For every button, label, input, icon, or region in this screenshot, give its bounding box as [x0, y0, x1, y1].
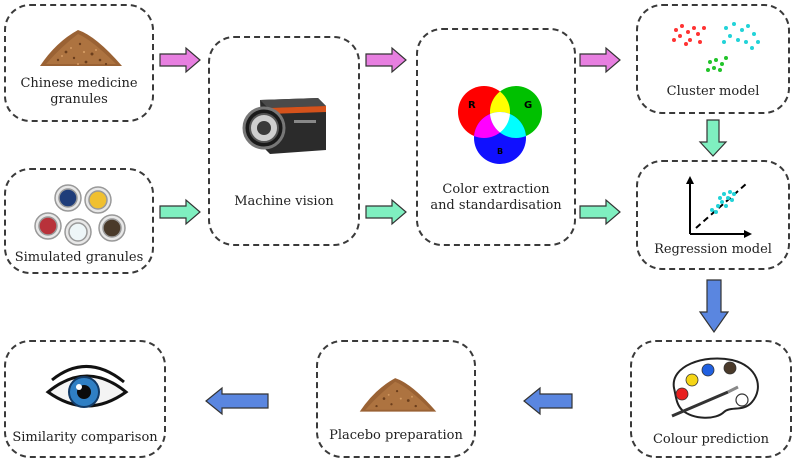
node-similarity-comparison: Similarity comparison: [4, 340, 166, 458]
node-color-extraction: R G B Color extraction and standardisati…: [416, 28, 576, 246]
arrow-right-green: [579, 198, 621, 226]
arrow-left-blue: [205, 386, 269, 416]
palette-icon: [671, 357, 759, 419]
node-cluster-model: Cluster model: [636, 4, 790, 114]
camera-icon: [242, 98, 326, 154]
venn-letter-b: B: [497, 147, 503, 156]
arrow-right-green: [365, 198, 407, 226]
petri-dishes-icon: [34, 184, 126, 246]
venn-letter-g: G: [524, 100, 532, 111]
node-label: Cluster model: [666, 84, 760, 99]
arrow-down-green: [698, 119, 728, 157]
node-regression-model: Regression model: [636, 160, 790, 270]
node-label: Chinese medicine granules: [20, 76, 138, 107]
venn-letter-r: R: [468, 100, 476, 111]
rgb-venn-icon: R G B: [458, 86, 542, 164]
node-simulated-granules: Simulated granules: [4, 168, 154, 274]
granule-pile-icon: [40, 30, 122, 66]
node-label: Regression model: [654, 242, 772, 257]
arrow-right-magenta: [579, 46, 621, 74]
eye-icon: [45, 365, 129, 408]
node-label: Simulated granules: [14, 250, 144, 265]
node-placebo-preparation: Placebo preparation: [316, 340, 476, 458]
node-label: Placebo preparation: [329, 428, 463, 443]
arrow-right-green: [159, 198, 201, 226]
arrow-right-magenta: [159, 46, 201, 74]
regression-plot-icon: [686, 176, 752, 238]
node-machine-vision: Machine vision: [208, 36, 360, 246]
arrow-down-blue: [698, 279, 730, 334]
node-label: Similarity comparison: [12, 430, 158, 445]
granule-pile-icon: [359, 378, 437, 412]
arrow-right-magenta: [365, 46, 407, 74]
cluster-scatter-icon: [672, 22, 760, 72]
node-label: Machine vision: [234, 194, 334, 209]
node-colour-prediction: Colour prediction: [630, 340, 792, 458]
arrow-left-blue: [523, 386, 573, 416]
node-chinese-medicine-granules: Chinese medicine granules: [4, 4, 154, 122]
node-label: Colour prediction: [652, 432, 770, 447]
node-label: Color extraction and standardisation: [430, 182, 562, 213]
